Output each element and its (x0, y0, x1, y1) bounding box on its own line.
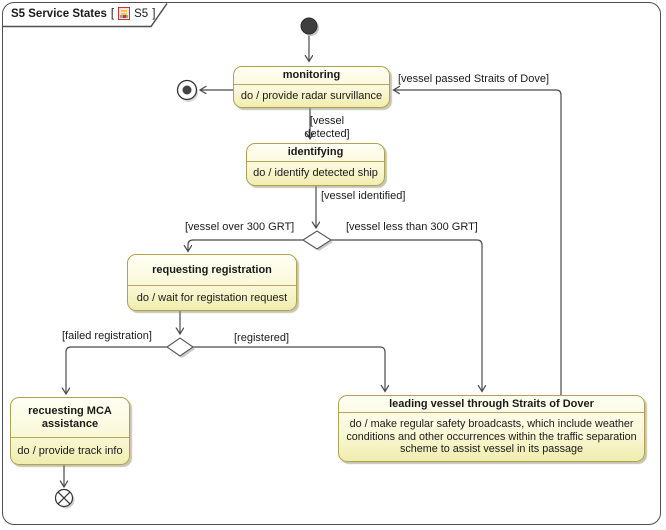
frame-title: S5 Service States [ S5 ] (11, 7, 156, 20)
transition-choice1-to-requesting-registration[interactable] (188, 239, 303, 252)
state-activity: do / identify detected ship (247, 161, 384, 185)
state-leading-vessel[interactable]: leading vessel through Straits of Dover … (338, 395, 645, 462)
guard-failed-registration: [failed registration] (62, 330, 152, 342)
state-name: requesting registration (152, 263, 272, 276)
guard-vessel-less-than-300-grt: [vessel less than 300 GRT] (346, 221, 478, 233)
transition-choice2-to-leading-vessel[interactable] (193, 346, 385, 392)
state-requesting-registration[interactable]: requesting registration do / wait for re… (127, 254, 297, 311)
state-activity: do / make regular safety broadcasts, whi… (339, 412, 644, 461)
diagram-ref: S5 (134, 7, 149, 20)
transition-choice1-to-leading-vessel[interactable] (331, 239, 482, 392)
state-activity: do / provide radar survillance (234, 84, 389, 107)
state-name: recuesting MCA assistance (28, 404, 112, 430)
state-monitoring[interactable]: monitoring do / provide radar survillanc… (233, 66, 390, 108)
guard-vessel-identified: [vessel identified] (321, 190, 406, 202)
state-name: leading vessel through Straits of Dover (389, 397, 594, 410)
state-name: monitoring (282, 69, 341, 81)
guard-registered: [registered] (234, 332, 290, 344)
state-activity: do / wait for registation request (128, 285, 296, 310)
guard-vessel-over-300-grt: [vessel over 300 GRT] (185, 221, 295, 233)
state-name: identifying (287, 146, 344, 158)
guard-vessel-passed-straits: [vessel passed Straits of Dove] (398, 73, 550, 85)
guard-vessel-detected: [vessel detected] (304, 115, 350, 140)
state-activity: do / provide track info (11, 437, 129, 464)
diagram-title: S5 Service States (11, 7, 107, 20)
transition-choice2-to-mca-assistance[interactable] (66, 346, 167, 394)
state-requesting-mca-assistance[interactable]: recuesting MCA assistance do / provide t… (10, 397, 130, 465)
transition-leading-vessel-to-monitoring[interactable] (394, 90, 562, 395)
statemachine-diagram-icon (118, 7, 131, 20)
state-identifying[interactable]: identifying do / identify detected ship (246, 143, 385, 186)
